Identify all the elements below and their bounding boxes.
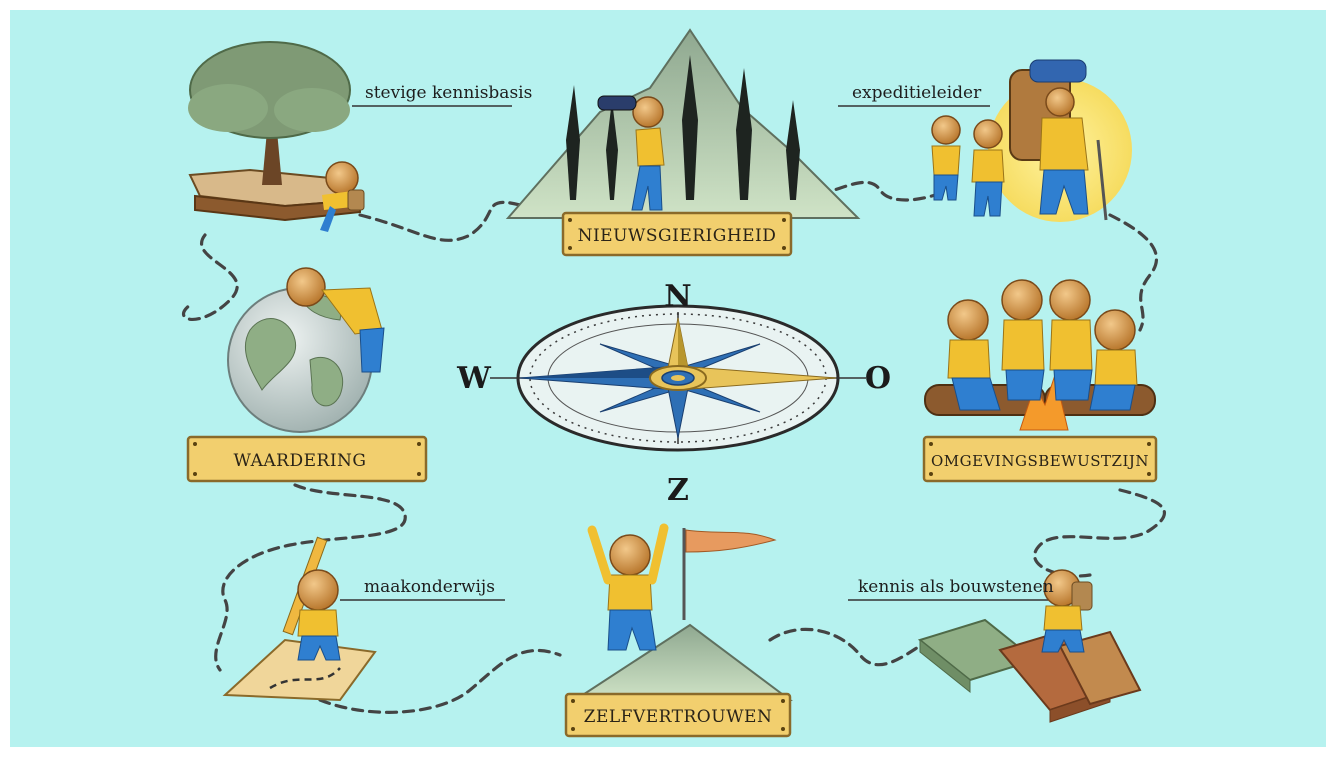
caption-maakonderwijs: maakonderwijs <box>364 577 495 597</box>
books-building-blocks-illustration <box>917 569 1142 723</box>
globe-hug-illustration <box>227 267 385 433</box>
caption-stevige-kennisbasis: stevige kennisbasis <box>365 83 532 103</box>
sign-waardering: WAARDERING <box>186 435 428 483</box>
campfire-group-illustration <box>924 279 1156 431</box>
compass-east-label: O <box>865 361 891 396</box>
dashed-trail <box>182 180 1166 714</box>
sign-zelfvertrouwen: ZELFVERTROUWEN <box>564 692 792 738</box>
caption-expeditieleider: expeditieleider <box>852 83 982 103</box>
sign-label-waardering: WAARDERING <box>234 451 367 471</box>
compass-south-label: Z <box>667 473 689 508</box>
sign-label-nieuwsgierigheid: NIEUWSGIERIGHEID <box>578 226 777 246</box>
tree-on-book-illustration <box>188 41 365 232</box>
expedition-leader-illustration <box>931 59 1132 222</box>
maker-education-illustration <box>222 536 377 702</box>
caption-kennis-als-bouwstenen: kennis als bouwstenen <box>858 577 1054 597</box>
compass-west-label: W <box>456 361 492 396</box>
sign-nieuwsgierigheid: NIEUWSGIERIGHEID <box>561 211 793 257</box>
mountain-binoculars-illustration <box>505 28 861 219</box>
sign-omgevingsbewustzijn: OMGEVINGSBEWUSTZIJN <box>922 435 1158 483</box>
compass-north-label: N <box>664 279 691 314</box>
sign-label-zelfvertrouwen: ZELFVERTROUWEN <box>584 707 773 727</box>
summit-flag-illustration <box>571 523 793 701</box>
sign-label-omgevingsbewustzijn: OMGEVINGSBEWUSTZIJN <box>931 452 1149 470</box>
compass-rose <box>490 304 866 452</box>
caption-leader-lines <box>340 105 1060 601</box>
